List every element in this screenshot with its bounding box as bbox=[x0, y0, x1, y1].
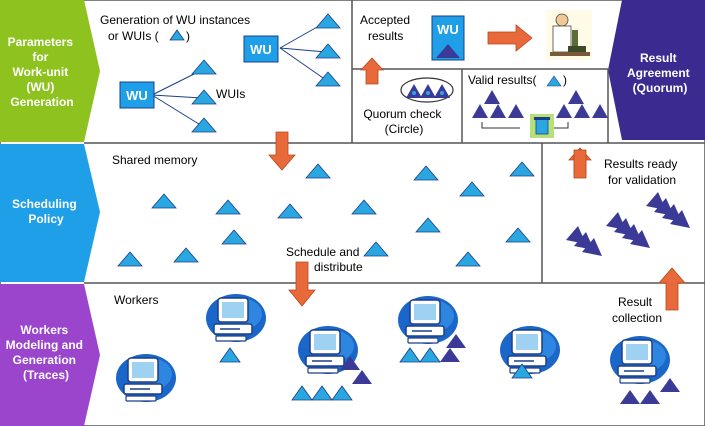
result-collection-label: Result collection bbox=[612, 295, 662, 325]
wui-triangle bbox=[315, 13, 341, 29]
arrow-up-collection bbox=[658, 267, 686, 311]
results-ready-triangles bbox=[566, 192, 690, 256]
wui-triangle bbox=[315, 43, 341, 59]
scheduling-label: Scheduling Policy bbox=[12, 197, 80, 226]
arrow-to-scientist bbox=[487, 24, 533, 52]
arrow-down-to-workers bbox=[288, 261, 316, 307]
workers-chevron bbox=[0, 284, 100, 426]
computer-workstation-icon bbox=[609, 335, 671, 385]
accepted-triangle bbox=[436, 44, 460, 58]
generation-title-2: or WUIs ( bbox=[108, 29, 159, 43]
wu-generation-label: Parameters for Work-unit (WU) Generation bbox=[8, 35, 77, 109]
result-agreement-label: Result Agreement (Quorum) bbox=[627, 51, 693, 95]
result-agreement-chevron bbox=[608, 0, 705, 140]
valid-results-triangles bbox=[472, 90, 608, 118]
computer-workstation-icon bbox=[397, 295, 459, 345]
shared-memory-label: Shared memory bbox=[112, 153, 197, 167]
shared-memory-triangles bbox=[117, 161, 535, 267]
accepted-results-label: Accepted results bbox=[360, 13, 413, 43]
wuis-label: WUIs bbox=[216, 87, 245, 101]
wui-triangles-top bbox=[191, 13, 341, 133]
wui-triangle bbox=[191, 59, 217, 75]
triangle-legend-icon bbox=[169, 29, 185, 41]
workers-label: Workers Modeling and Generation (Traces) bbox=[6, 323, 87, 382]
computer-workstation-icon bbox=[499, 325, 561, 375]
valid-results-label: Valid results( bbox=[468, 73, 536, 87]
wu-box-1-label: WU bbox=[126, 88, 148, 103]
wui-triangle bbox=[191, 117, 217, 133]
scheduling-chevron bbox=[0, 144, 100, 282]
results-ready-label: Results ready for validation bbox=[604, 157, 681, 187]
worker-triangles-light bbox=[219, 347, 533, 401]
svg-text:): ) bbox=[563, 73, 567, 87]
worker-triangles-dark bbox=[340, 334, 680, 404]
scientist-microscope-icon bbox=[546, 10, 592, 60]
wu-generation-chevron bbox=[0, 0, 100, 142]
accepted-wu-label: WU bbox=[437, 22, 459, 37]
wui-triangle bbox=[315, 71, 341, 87]
workers-label-text: Workers bbox=[114, 293, 158, 307]
wui-triangle bbox=[191, 89, 217, 105]
arrow-down-to-memory bbox=[268, 131, 296, 171]
quorum-check-label: Quorum check (Circle) bbox=[363, 107, 444, 136]
generation-title-1: Generation of WU instances bbox=[100, 13, 250, 27]
valid-star-icon bbox=[546, 75, 562, 87]
trash-bin-icon bbox=[530, 114, 554, 138]
computer-workstation-icon bbox=[115, 353, 177, 403]
wu-box-2 bbox=[243, 35, 279, 63]
schedule-distribute-label: Schedule and distribute bbox=[286, 245, 363, 274]
wu-box-1 bbox=[119, 81, 155, 109]
generation-title-3: ) bbox=[186, 29, 190, 43]
wu-box-2-label: WU bbox=[250, 42, 272, 57]
computer-workstation-icon bbox=[205, 293, 267, 343]
